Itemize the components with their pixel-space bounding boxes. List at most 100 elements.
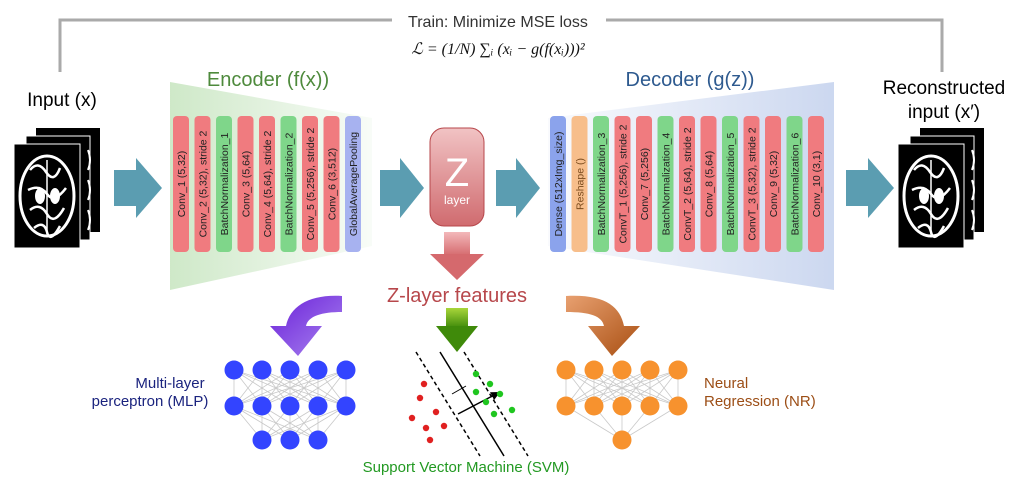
encoder-layer-batchnormalization-2-block bbox=[280, 116, 297, 252]
mlp-network bbox=[224, 360, 356, 450]
encoder-layer-batchnormalization-1-label: BatchNormalization_1 bbox=[219, 132, 231, 235]
decoder-layer-batchnormalization-6-block bbox=[786, 116, 803, 252]
mlp-neuron bbox=[280, 360, 300, 380]
z-layer-block bbox=[429, 127, 485, 227]
nr-neuron bbox=[668, 396, 688, 416]
decoder-layer-conv-9-5-32-label: Conv_9 (5,32) bbox=[768, 151, 780, 218]
nr-edge bbox=[565, 369, 679, 407]
encoder-layer-conv-1-5-32-block bbox=[173, 116, 189, 252]
mlp-neuron bbox=[224, 396, 244, 416]
training-loop-bracket bbox=[58, 18, 944, 72]
decoder-title: Decoder (g(z)) bbox=[626, 69, 755, 91]
mlp-edge bbox=[233, 369, 319, 407]
mlp-neuron bbox=[280, 430, 300, 450]
z-layer-features-label: Z-layer features bbox=[387, 285, 527, 307]
decoder-layer-conv-10-3-1-label: Conv_10 (3,1) bbox=[811, 151, 823, 218]
nr-neuron bbox=[556, 396, 576, 416]
svm-plot bbox=[415, 351, 529, 457]
flow-arrow-input bbox=[114, 158, 162, 218]
flow-arrow-z-to-decoder bbox=[496, 158, 540, 218]
mlp-neuron bbox=[308, 396, 328, 416]
z-down-arrow bbox=[430, 232, 484, 280]
nr-neuron bbox=[556, 360, 576, 380]
nr-edge bbox=[621, 369, 679, 407]
mlp-edge bbox=[261, 405, 347, 441]
mlp-label-line2: perceptron (MLP) bbox=[92, 393, 209, 410]
decoder-layers: Dense (512xImg_size) Reshape () BatchNorma… bbox=[550, 116, 824, 252]
nr-neuron bbox=[612, 396, 632, 416]
decoder-layer-batchnormalization-4-label: BatchNormalization_4 bbox=[661, 132, 673, 235]
nr-neuron bbox=[640, 396, 660, 416]
svm-point-class-a bbox=[432, 408, 440, 416]
svm-label: Support Vector Machine (SVM) bbox=[363, 459, 570, 476]
encoder-layer-globalaveragepooling-block bbox=[345, 116, 361, 252]
decoder-layer-convt-1-5-256-stride-2-label: ConvT_1 (5,256), stride 2 bbox=[618, 124, 630, 243]
encoder-layer-conv-4-5-64-stride-2-block bbox=[259, 116, 275, 252]
curved-arrow-to-nr bbox=[566, 295, 640, 356]
decoder-layer-conv-7-5-256-label: Conv_7 (5,256) bbox=[639, 148, 651, 220]
svm-point-class-a bbox=[422, 424, 430, 432]
encoder-layer-conv-6-3-512-label: Conv_6 (3,512) bbox=[327, 148, 339, 220]
nr-edge bbox=[565, 405, 623, 441]
encoder-layer-conv-5-5-256-stride-2-block bbox=[302, 116, 318, 252]
svm-point-class-a bbox=[416, 394, 424, 402]
nr-edge bbox=[565, 369, 623, 407]
nr-edge bbox=[565, 369, 651, 407]
svm-points bbox=[408, 370, 516, 444]
decoder-layer-batchnormalization-4-block bbox=[657, 116, 674, 252]
svm-point-class-a bbox=[440, 422, 448, 430]
svm-point-class-b bbox=[496, 390, 504, 398]
decoder-layer-conv-7-5-256-block bbox=[636, 116, 652, 252]
decoder-layer-dense-512ximg-size-block bbox=[550, 116, 566, 252]
mlp-neuron bbox=[336, 396, 356, 416]
encoder-layer-conv-2-5-32-stride-2-block bbox=[194, 116, 211, 252]
encoder-layer-conv-3-5-64-block bbox=[237, 116, 254, 252]
nr-network bbox=[556, 360, 688, 450]
nr-edge bbox=[621, 405, 679, 441]
nr-neuron bbox=[668, 360, 688, 380]
encoder-layer-conv-1-5-32-label: Conv_1 (5,32) bbox=[176, 151, 188, 218]
decoder-layer-reshape-label: Reshape () bbox=[575, 158, 587, 210]
mlp-edge bbox=[261, 405, 319, 441]
decoder-layer-conv-8-5-64-block bbox=[700, 116, 717, 252]
input-brain-stack bbox=[13, 128, 100, 249]
encoder-layer-batchnormalization-1-block bbox=[216, 116, 232, 252]
output-label-line1: Reconstructed bbox=[883, 78, 1006, 99]
flow-arrow-encoder-to-z bbox=[380, 158, 424, 218]
mlp-neuron bbox=[308, 430, 328, 450]
nr-neuron bbox=[584, 396, 604, 416]
z-layer-sublabel: layer bbox=[444, 193, 470, 207]
mlp-neuron bbox=[252, 430, 272, 450]
decoder-layer-conv-9-5-32-block bbox=[765, 116, 781, 252]
nr-neuron bbox=[612, 430, 632, 450]
decoder-layer-convt-2-5-64-stride-2-block bbox=[679, 116, 695, 252]
decoder-layer-batchnormalization-3-block bbox=[593, 116, 609, 252]
svm-point-class-b bbox=[472, 370, 480, 378]
decoder-layer-convt-3-5-32-stride-2-label: ConvT_3 (5,32), stride 2 bbox=[747, 127, 759, 240]
svm-point-class-b bbox=[472, 388, 480, 396]
svm-point-class-a bbox=[408, 414, 416, 422]
svm-point-class-a bbox=[426, 436, 434, 444]
encoder-layer-conv-6-3-512-block bbox=[323, 116, 340, 252]
encoder-layer-conv-2-5-32-stride-2-label: Conv_2 (5,32), stride 2 bbox=[198, 130, 210, 237]
mlp-neuron bbox=[308, 360, 328, 380]
svm-point-class-b bbox=[486, 380, 494, 388]
encoder-layer-conv-3-5-64-label: Conv_3 (5,64) bbox=[241, 151, 253, 218]
decoder-layer-dense-512ximg-size-label: Dense (512xImg_size) bbox=[553, 131, 565, 236]
svm-point-class-a bbox=[420, 380, 428, 388]
encoder-layer-batchnormalization-2-label: BatchNormalization_2 bbox=[284, 132, 296, 235]
mlp-neuron bbox=[224, 360, 244, 380]
encoder-layer-conv-4-5-64-stride-2-label: Conv_4 (5,64), stride 2 bbox=[262, 130, 274, 237]
decoder-layer-convt-2-5-64-stride-2-label: ConvT_2 (5,64), stride 2 bbox=[682, 127, 694, 240]
svm-point-class-b bbox=[482, 398, 490, 406]
decoder-layer-batchnormalization-3-label: BatchNormalization_3 bbox=[596, 132, 608, 235]
decoder-layer-batchnormalization-5-block bbox=[722, 116, 738, 252]
output-label-line2: input (x′) bbox=[908, 102, 980, 123]
encoder-layer-globalaveragepooling-label: GlobalAveragePooling bbox=[348, 132, 360, 236]
mlp-label-line1: Multi-layer bbox=[135, 375, 204, 392]
nr-label-line2: Regression (NR) bbox=[704, 393, 816, 410]
nr-neuron bbox=[612, 360, 632, 380]
flow-arrow-output bbox=[846, 158, 894, 218]
decoder-layer-convt-3-5-32-stride-2-block bbox=[743, 116, 760, 252]
decoder-layer-reshape-block bbox=[571, 116, 588, 252]
